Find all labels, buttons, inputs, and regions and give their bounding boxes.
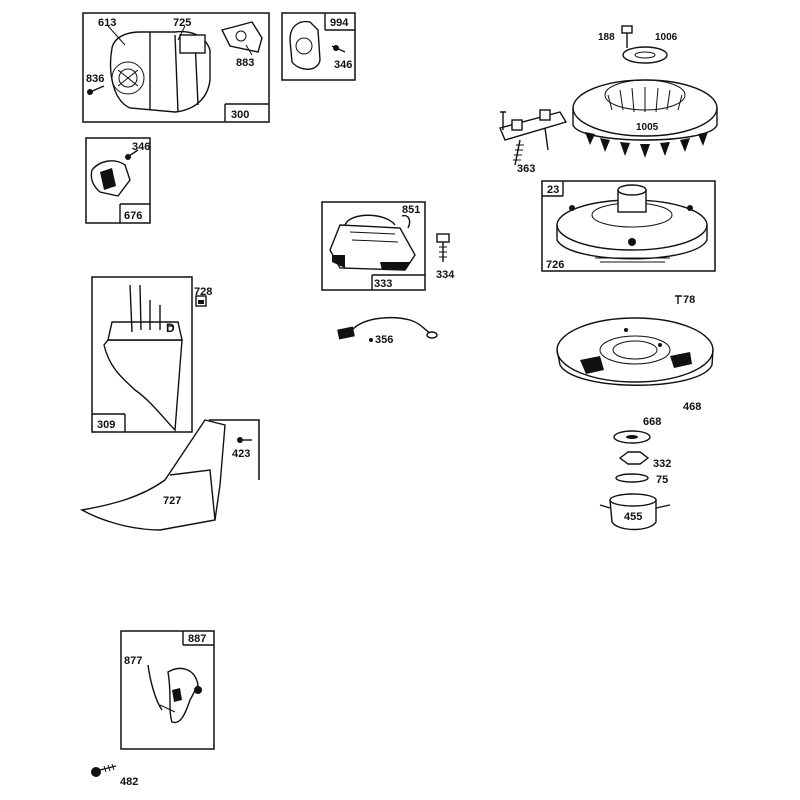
label-728: 728: [194, 286, 212, 298]
group-23: 23 726: [541, 180, 716, 272]
label-334: 334: [436, 269, 455, 281]
group-300: 613 725 836 883 300: [82, 12, 270, 123]
label-346-b: 346: [132, 141, 150, 153]
d-letter: D: [166, 321, 175, 335]
label-851: 851: [402, 204, 420, 216]
label-994: 994: [330, 17, 349, 29]
label-727: 727: [163, 495, 181, 507]
label-668: 668: [643, 416, 661, 428]
group-727: 423 727: [79, 419, 260, 531]
group-994: 994 346: [281, 12, 356, 81]
group-356: 356: [337, 317, 438, 346]
label-455: 455: [624, 511, 642, 523]
group-333: 851 334 333: [321, 201, 455, 291]
label-23: 23: [547, 184, 559, 196]
label-726: 726: [546, 259, 564, 271]
group-363: 363: [499, 109, 568, 175]
group-flywheel: 188 1006 1005: [572, 25, 718, 158]
group-482: 482: [91, 763, 138, 788]
label-883: 883: [236, 57, 254, 69]
group-676: 346 676: [85, 137, 151, 224]
label-725: 725: [173, 17, 191, 29]
group-309: D 728 309: [91, 276, 212, 433]
label-300: 300: [231, 109, 249, 121]
label-356: 356: [375, 334, 393, 346]
label-887: 887: [188, 633, 206, 645]
label-75: 75: [656, 474, 668, 486]
label-482: 482: [120, 776, 138, 788]
label-1006: 1006: [655, 32, 678, 43]
label-468: 468: [683, 401, 701, 413]
label-363: 363: [517, 163, 535, 175]
label-346-a: 346: [334, 59, 352, 71]
label-613: 613: [98, 17, 116, 29]
group-887: 887 877: [120, 630, 215, 750]
group-starter-stack: 668 332 75 455: [599, 416, 671, 531]
label-332: 332: [653, 458, 671, 470]
label-188: 188: [598, 32, 615, 43]
label-877: 877: [124, 655, 142, 667]
label-423: 423: [232, 448, 250, 460]
label-78: 78: [683, 294, 695, 306]
label-676: 676: [124, 210, 142, 222]
label-333: 333: [374, 278, 392, 290]
label-1005: 1005: [636, 122, 659, 133]
label-309: 309: [97, 419, 115, 431]
label-836: 836: [86, 73, 104, 85]
group-468: 78 468: [556, 294, 714, 413]
